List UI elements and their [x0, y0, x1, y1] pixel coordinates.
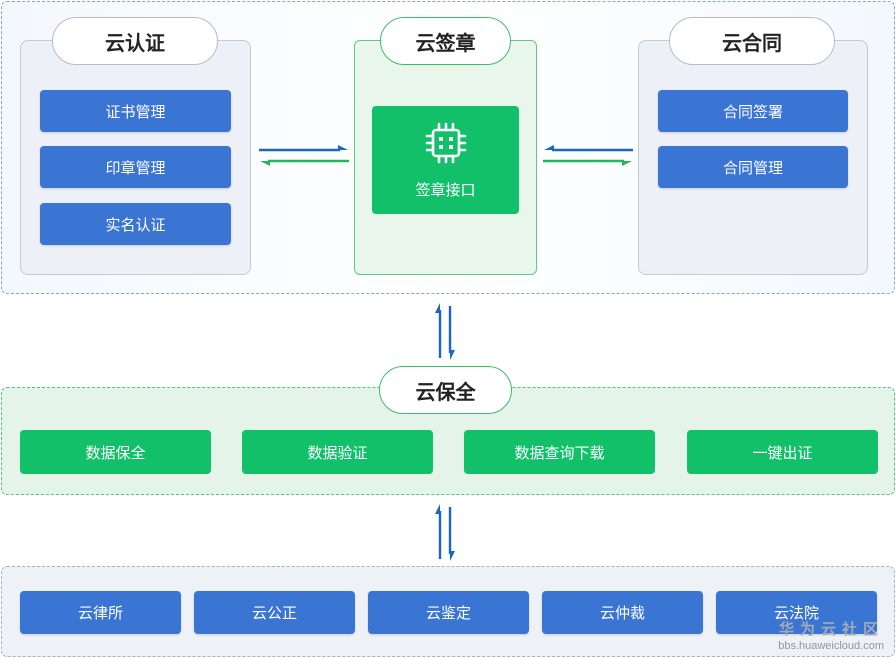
contract-management-button[interactable]: 合同管理: [658, 146, 848, 188]
cloud-law-firm-button[interactable]: 云律所: [20, 591, 181, 634]
cloud-court-button[interactable]: 云法院: [716, 591, 877, 634]
contract-sign-exchange-arrows: [543, 145, 633, 166]
sign-interface-module[interactable]: 签章接口: [372, 106, 519, 214]
sign-interface-label: 签章接口: [415, 181, 476, 199]
contract-sign-button[interactable]: 合同签署: [658, 90, 848, 132]
one-click-certificate-button[interactable]: 一键出证: [687, 430, 878, 474]
chip-icon: [424, 121, 468, 169]
data-query-download-button[interactable]: 数据查询下载: [464, 430, 655, 474]
cert-management-button[interactable]: 证书管理: [40, 90, 231, 132]
cloud-arbitration-button[interactable]: 云仲裁: [542, 591, 703, 634]
top-middle-exchange-arrows: [435, 303, 455, 360]
cloud-contract-title: 云合同: [669, 17, 835, 65]
watermark-brand: 华为云社区: [778, 621, 884, 638]
middle-bottom-exchange-arrows: [435, 504, 455, 561]
auth-sign-exchange-arrows: [259, 145, 349, 166]
watermark-url: bbs.huaweicloud.com: [778, 640, 884, 652]
seal-management-button[interactable]: 印章管理: [40, 146, 231, 188]
watermark: 华为云社区 bbs.huaweicloud.com: [778, 618, 884, 652]
real-name-auth-button[interactable]: 实名认证: [40, 203, 231, 245]
cloud-sign-title: 云签章: [380, 17, 511, 65]
cloud-notary-button[interactable]: 云公正: [194, 591, 355, 634]
data-preserve-button[interactable]: 数据保全: [20, 430, 211, 474]
cloud-preserve-title: 云保全: [379, 366, 512, 414]
data-verify-button[interactable]: 数据验证: [242, 430, 433, 474]
cloud-appraisal-button[interactable]: 云鉴定: [368, 591, 529, 634]
cloud-auth-title: 云认证: [52, 17, 218, 65]
